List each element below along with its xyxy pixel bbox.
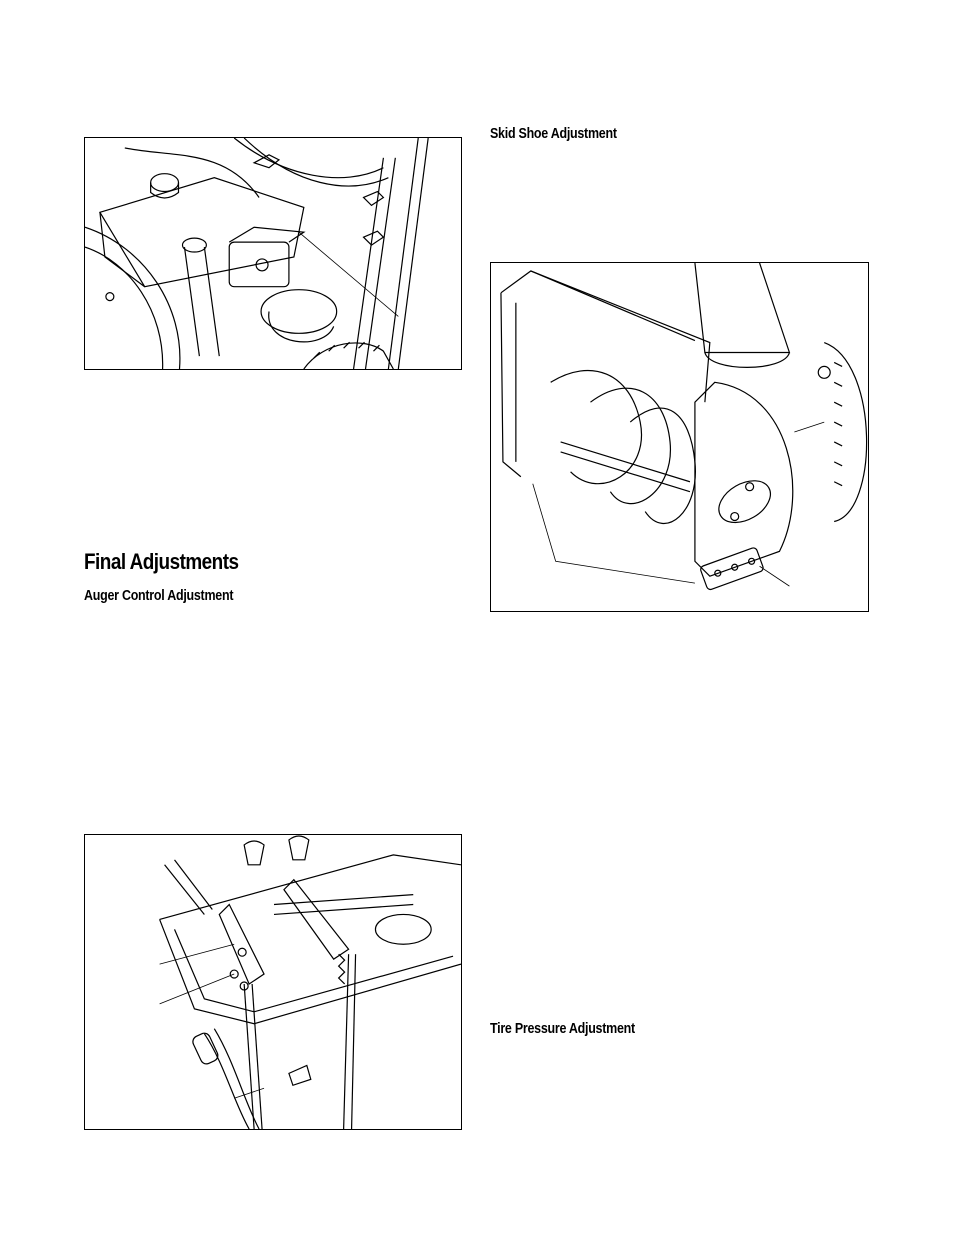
auger-housing-figure (490, 262, 869, 612)
handle-control-panel-illustration-icon (85, 835, 461, 1129)
auger-housing-illustration-icon (491, 263, 868, 611)
control-panel-figure (84, 834, 462, 1130)
final-adjustments-heading: Final Adjustments (84, 549, 239, 574)
engine-illustration-icon (85, 138, 461, 369)
auger-control-heading: Auger Control Adjustment (84, 588, 234, 604)
engine-figure (84, 137, 462, 370)
skid-shoe-heading: Skid Shoe Adjustment (490, 126, 617, 142)
tire-pressure-heading: Tire Pressure Adjustment (490, 1021, 635, 1037)
